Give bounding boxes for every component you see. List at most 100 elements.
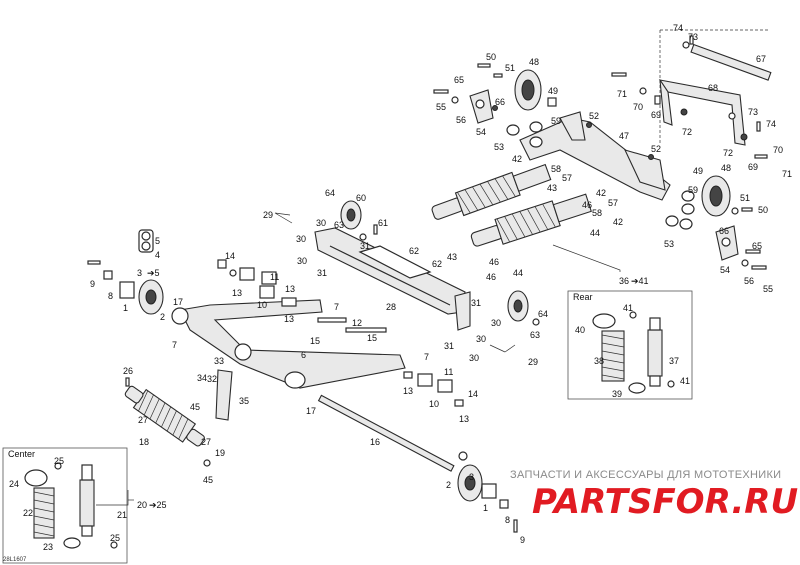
part-callout: 9 bbox=[520, 535, 525, 545]
part-callout: 48 bbox=[721, 163, 731, 173]
part-callout: 13 bbox=[232, 288, 242, 298]
part-callout: 9 bbox=[90, 279, 95, 289]
part-callout: 62 bbox=[432, 259, 442, 269]
part-callout: 74 bbox=[673, 23, 683, 33]
part-callout: ➔41 bbox=[631, 276, 649, 286]
part-callout: 56 bbox=[456, 115, 466, 125]
part-callout: 63 bbox=[334, 220, 344, 230]
part-callout: 71 bbox=[617, 89, 627, 99]
watermark-logo: PARTSFOR.RU bbox=[532, 482, 798, 522]
rear-arm-assembly bbox=[611, 29, 772, 159]
front-shock-18 bbox=[124, 369, 233, 467]
part-callout: 74 bbox=[766, 119, 776, 129]
part-callout: 15 bbox=[310, 336, 320, 346]
part-callout: 51 bbox=[740, 193, 750, 203]
part-callout: 11 bbox=[270, 272, 279, 282]
part-callout: 58 bbox=[551, 164, 561, 174]
idler-wheel-right bbox=[665, 175, 753, 230]
part-callout: 14 bbox=[468, 389, 478, 399]
part-callout: 10 bbox=[429, 399, 439, 409]
part-callout: 2 bbox=[160, 312, 165, 322]
part-callout: 3 bbox=[469, 472, 474, 482]
part-callout: 53 bbox=[664, 239, 674, 249]
part-callout: 17 bbox=[173, 297, 183, 307]
part-callout: 1 bbox=[483, 503, 488, 513]
part-callout: 38 bbox=[594, 356, 604, 366]
part-callout: 52 bbox=[589, 111, 599, 121]
part-callout: 20 bbox=[137, 500, 147, 510]
part-callout: 72 bbox=[682, 127, 692, 137]
part-callout: 5 bbox=[155, 236, 160, 246]
part-callout: 64 bbox=[538, 309, 548, 319]
part-callout: 16 bbox=[370, 437, 380, 447]
part-callout: 31 bbox=[317, 268, 327, 278]
part-callout: 69 bbox=[651, 110, 661, 120]
part-callout: 13 bbox=[459, 414, 469, 424]
part-callout: 62 bbox=[409, 246, 419, 256]
part-callout: ➔25 bbox=[149, 500, 167, 510]
part-callout: 73 bbox=[688, 32, 698, 42]
part-callout: 46 bbox=[489, 257, 499, 267]
callout-labels: 7473675051486566495571706968735654527274… bbox=[9, 23, 792, 552]
part-callout: 15 bbox=[367, 333, 377, 343]
rear-inset-shock bbox=[592, 311, 675, 394]
part-callout: 44 bbox=[590, 228, 600, 238]
part-callout: 45 bbox=[203, 475, 213, 485]
part-callout: 57 bbox=[608, 198, 618, 208]
part-callout: 59 bbox=[688, 185, 698, 195]
part-callout: 10 bbox=[257, 300, 267, 310]
part-callout: 45 bbox=[190, 402, 200, 412]
part-callout: 42 bbox=[512, 154, 522, 164]
cross-beam-28 bbox=[314, 227, 471, 331]
part-callout: 27 bbox=[201, 437, 211, 447]
center-inset-shock bbox=[24, 462, 118, 549]
watermark-tagline: ЗАПЧАСТИ И АКСЕССУАРЫ ДЛЯ МОТОТЕХНИКИ bbox=[510, 469, 781, 481]
part-callout: 11 bbox=[444, 367, 453, 377]
part-callout: 67 bbox=[756, 54, 766, 64]
part-callout: 29 bbox=[528, 357, 538, 367]
part-callout: 33 bbox=[214, 356, 224, 366]
part-callout: 30 bbox=[469, 353, 479, 363]
part-callout: 70 bbox=[633, 102, 643, 112]
part-callout: 7 bbox=[172, 340, 177, 350]
part-callout: 34 bbox=[197, 373, 207, 383]
part-callout: 24 bbox=[9, 479, 19, 489]
part-callout: 49 bbox=[693, 166, 703, 176]
part-callout: 63 bbox=[530, 330, 540, 340]
part-callout: 29 bbox=[263, 210, 273, 220]
part-callout: 18 bbox=[139, 437, 149, 447]
part-callout: 32 bbox=[207, 374, 217, 384]
part-callout: 23 bbox=[43, 542, 53, 552]
part-callout: 13 bbox=[284, 314, 294, 324]
spacers-upper bbox=[217, 259, 297, 307]
part-callout: 65 bbox=[752, 241, 762, 251]
part-callout: 31 bbox=[360, 241, 370, 251]
part-callout: 42 bbox=[596, 188, 606, 198]
part-callout: 40 bbox=[575, 325, 585, 335]
rear-shock-lower bbox=[470, 193, 592, 247]
part-callout: 26 bbox=[123, 366, 133, 376]
part-callout: 41 bbox=[680, 376, 690, 386]
part-callout: 17 bbox=[306, 406, 316, 416]
part-callout: 72 bbox=[723, 148, 733, 158]
part-callout: 4 bbox=[155, 250, 160, 260]
part-callout: 57 bbox=[562, 173, 572, 183]
lower-bracket-right bbox=[715, 225, 767, 270]
part-callout: ➔5 bbox=[147, 268, 160, 278]
part-callout: 19 bbox=[215, 448, 225, 458]
part-callout: 22 bbox=[23, 508, 33, 518]
part-callout: 51 bbox=[505, 63, 515, 73]
part-callout: 7 bbox=[334, 302, 339, 312]
part-callout: 30 bbox=[476, 334, 486, 344]
part-callout: 55 bbox=[763, 284, 773, 294]
part-callout: 31 bbox=[471, 298, 481, 308]
part-callout: 7 bbox=[424, 352, 429, 362]
part-callout: 8 bbox=[108, 291, 113, 301]
part-callout: 71 bbox=[782, 169, 792, 179]
part-callout: 37 bbox=[669, 356, 679, 366]
drawing-reference-code: 28L1607 bbox=[3, 557, 27, 563]
part-callout: 69 bbox=[748, 162, 758, 172]
part-callout: 1 bbox=[123, 303, 128, 313]
